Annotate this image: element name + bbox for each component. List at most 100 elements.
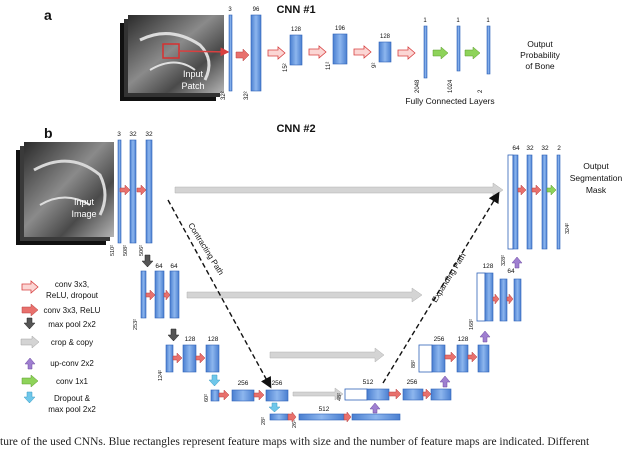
cnn2-out-copy	[507, 154, 514, 250]
cnn2-l4-count-1: 256	[238, 380, 249, 387]
cnn1-map-128a-count: 128	[291, 27, 302, 33]
cnn2-l3-size: 124²	[158, 370, 164, 381]
cnn1-map-196-count: 196	[335, 26, 346, 32]
cnn2-size-508: 508²	[123, 245, 129, 256]
green-arrow-icon	[546, 184, 557, 196]
fc-layer-2048-count: 1	[423, 18, 427, 24]
cnn1-map-128b	[378, 41, 392, 63]
panel-b-title: CNN #2	[276, 123, 315, 135]
legend-label-7a: Dropout &	[54, 394, 91, 403]
fc-layer-2-size: 2	[478, 89, 484, 93]
max-pool-arrow-icon	[167, 328, 180, 342]
input-patch-label-2: Patch	[181, 81, 204, 91]
cnn2-out-map-64	[512, 154, 519, 250]
cnn1-map-128a-size: 15²	[283, 63, 289, 72]
hollow-red-arrow-icon	[267, 46, 286, 60]
cnn2-map-256c	[265, 389, 289, 402]
cnn2-map-32a	[129, 139, 137, 244]
cnn2-out-map-2	[556, 154, 561, 250]
cnn2-up2-map-a	[484, 272, 494, 322]
red-arrow-icon	[218, 389, 230, 401]
cnn2-output-line-3: Mask	[586, 185, 607, 195]
cnn2-map-256a	[210, 389, 220, 402]
purple-arrow-icon	[511, 256, 523, 269]
red-arrow-icon	[492, 293, 500, 305]
input-image-stack	[16, 142, 114, 245]
cnn2-map-256b	[231, 389, 255, 402]
cnn2-map-64a	[140, 270, 147, 319]
cnn2-up3-count-1: 256	[434, 336, 445, 343]
cnn2-up4-map-c	[430, 388, 452, 401]
legend-label-7b: max pool 2x2	[48, 405, 96, 414]
red-arrow-icon	[172, 352, 183, 364]
legend-label-5: up-conv 2x2	[50, 359, 94, 368]
panel-a-title: CNN #1	[276, 4, 315, 16]
cnn1-input-count: 3	[228, 7, 232, 13]
cnn2-bottom-map-a	[269, 413, 289, 421]
hollow-red-arrow-icon	[308, 45, 327, 59]
panel-b-letter: b	[44, 125, 53, 141]
cnn2-up3-size: 88²	[411, 360, 417, 368]
cnn2-up4-count-2: 256	[407, 379, 418, 386]
cnn2-up4-map-a	[366, 388, 390, 401]
cnn2-up4-count-1: 512	[363, 379, 374, 386]
red-arrow-icon	[253, 389, 265, 401]
legend-label-1a: conv 3x3,	[55, 280, 89, 289]
red-arrow-icon	[21, 303, 39, 317]
cyan-arrow-icon	[208, 374, 221, 387]
cnn2-up2-size: 168²	[469, 319, 475, 330]
cnn2-up3-map-a	[431, 344, 446, 373]
hollow-red-arrow-icon	[397, 46, 416, 60]
cnn2-output-line-1: Output	[583, 161, 609, 171]
expanding-path-arrow	[382, 191, 500, 384]
cnn2-up2-map-c	[513, 278, 522, 322]
red-arrow-icon	[506, 293, 514, 305]
cnn2-out-count-2: 32	[526, 145, 534, 152]
red-arrow-icon	[531, 184, 542, 196]
gray-arrow-icon	[174, 182, 504, 198]
contracting-path-label: Contracting Path	[186, 221, 225, 276]
cnn1-map-96	[250, 14, 262, 92]
cnn1-output-line-1: Output	[527, 39, 553, 49]
fc-layer-2048-size: 2048	[415, 79, 421, 93]
fc-layer-1024-count: 1	[456, 18, 460, 24]
cnn2-up3-map-c	[477, 344, 490, 373]
cnn1-output-line-3: of Bone	[525, 61, 555, 71]
input-image-label-1: Input	[74, 197, 95, 207]
purple-arrow-icon	[479, 330, 491, 343]
red-arrow-icon	[517, 184, 527, 196]
cnn1-map-128b-size: 9²	[372, 63, 378, 68]
figure-caption: ture of the used CNNs. Blue rectangles r…	[0, 436, 590, 448]
cnn2-map-32b	[145, 139, 153, 244]
cnn1-output-line-2: Probability	[520, 50, 560, 60]
purple-arrow-icon	[24, 357, 36, 370]
red-arrow-icon	[195, 352, 206, 364]
gray-arrow-icon	[186, 287, 423, 303]
fc-layer-1024	[456, 25, 461, 72]
cnn2-map-64c	[169, 270, 180, 319]
cnn2-l4-size: 60²	[204, 394, 210, 402]
cnn2-up3-count-2: 128	[458, 336, 469, 343]
cnn2-bottom-map-c	[351, 413, 401, 421]
cnn1-map-196	[332, 33, 348, 65]
red-arrow-icon	[467, 351, 478, 363]
cnn2-size-506: 506²	[139, 245, 145, 256]
cnn2-top-count-1: 3	[117, 131, 121, 138]
cnn2-up2-count-1: 128	[483, 263, 494, 270]
fc-layer-2-count: 1	[486, 18, 490, 24]
cnn2-top-count-3: 32	[145, 131, 153, 138]
cnn2-out-map-32b	[541, 154, 548, 250]
cnn1-map-96-size: 32²	[244, 91, 250, 100]
cnn2-up2-count-2: 64	[507, 268, 515, 275]
contracting-path-arrow	[167, 199, 272, 389]
gray-arrow-icon	[20, 335, 40, 349]
cnn2-l3-count-2: 128	[208, 336, 219, 343]
cnn2-up4-copy	[344, 388, 368, 401]
cnn2-up3-copy	[418, 344, 433, 373]
expanding-path-label: Expanding Path	[430, 251, 468, 304]
cnn1-map-96-count: 96	[253, 7, 260, 13]
legend-label-3: max pool 2x2	[48, 320, 96, 329]
cnn2-map-64b	[154, 270, 165, 319]
cnn2-bottom-map-b	[298, 413, 345, 421]
red-arrow-icon	[287, 411, 297, 423]
